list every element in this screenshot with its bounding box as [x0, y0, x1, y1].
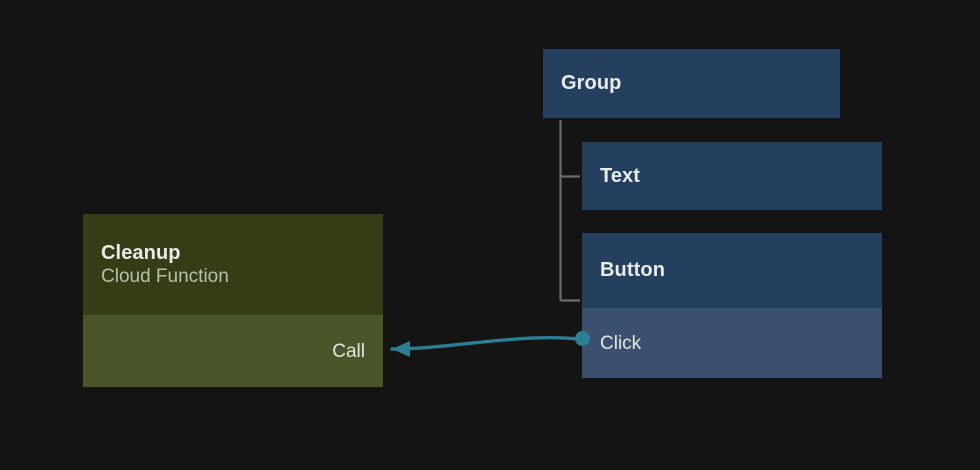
node-group[interactable]: Group — [543, 49, 840, 118]
node-cleanup-port-call[interactable]: Call — [83, 315, 383, 387]
node-cleanup-title: Cleanup — [101, 241, 181, 264]
node-button-title: Button — [600, 259, 666, 282]
node-button-header: Button — [582, 233, 882, 308]
node-cleanup[interactable]: Cleanup Cloud Function Call — [83, 214, 383, 387]
node-text-header: Text — [582, 142, 882, 210]
node-cleanup-subtitle: Cloud Function — [101, 265, 229, 287]
node-cleanup-port-call-label: Call — [332, 340, 365, 362]
node-group-title: Group — [561, 72, 622, 95]
node-button-port-click[interactable]: Click — [582, 308, 882, 378]
node-text[interactable]: Text — [582, 142, 882, 210]
node-cleanup-header: Cleanup Cloud Function — [83, 214, 383, 315]
node-button[interactable]: Button Click — [582, 233, 882, 378]
port-dot-click[interactable] — [575, 331, 590, 346]
edge-arrowhead-call — [392, 341, 410, 357]
node-button-port-click-label: Click — [600, 332, 642, 354]
edge-click-to-call — [390, 335, 580, 351]
node-text-title: Text — [600, 164, 641, 187]
node-group-header: Group — [543, 49, 840, 118]
